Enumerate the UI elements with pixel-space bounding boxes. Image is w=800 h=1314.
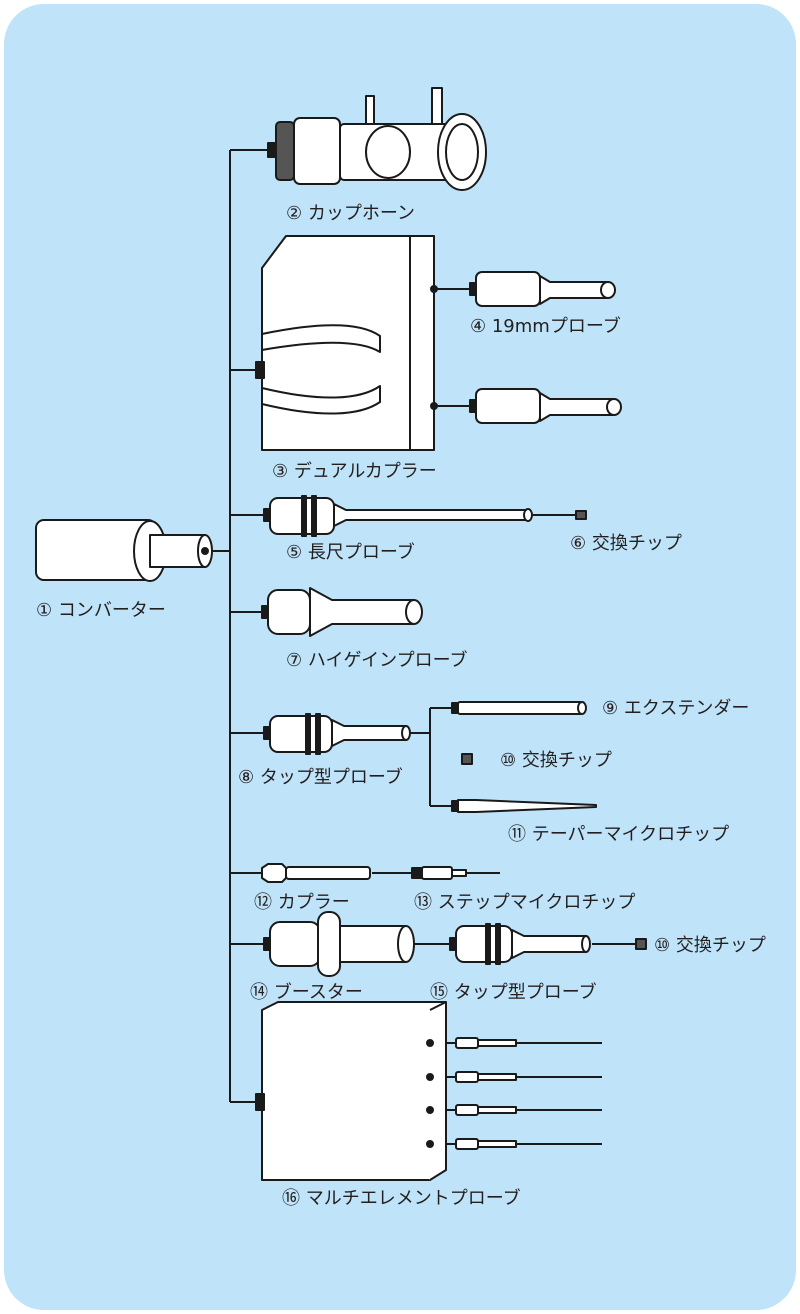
label-coupler: ⑫ カプラー [254,892,350,913]
multi-element-probe-illustration [255,1001,447,1181]
label-tapered-microtip: ⑪ テーパーマイクロチップ [508,824,730,845]
label-tapped-probe-15: ⑮ タップ型プローブ [430,982,597,1003]
label-probe-19mm: ④ 19mmプローブ [470,316,621,337]
label-dual-coupler: ③ デュアルカプラー [272,461,437,482]
label-tip-10a: ⑩ 交換チップ [500,750,612,771]
label-extender: ⑨ エクステンダー [602,698,750,719]
label-tapped-probe-8: ⑧ タップ型プローブ [238,767,403,788]
label-long-probe: ⑤ 長尺プローブ [286,542,415,563]
replaceable-tip-10b-illustration [635,938,647,950]
label-tip-10b: ⑩ 交換チップ [654,935,766,956]
label-multi-element-probe: ⑯ マルチエレメントプローブ [282,1188,521,1209]
dual-coupler-illustration [255,235,438,451]
tapped-probe-15-illustration [449,923,591,965]
label-converter: ① コンバーター [36,600,166,621]
multi-element-tips [455,1037,602,1150]
replaceable-tip-10a-illustration [461,753,473,765]
label-booster: ⑭ ブースター [250,982,363,1003]
coupler-illustration [261,863,371,883]
label-stepped-microtip: ⑬ ステップマイクロチップ [414,892,636,913]
high-gain-probe-illustration [261,587,423,637]
long-probe-illustration [263,495,533,537]
stepped-microtip-illustration [411,866,500,880]
label-tip-6: ⑥ 交換チップ [570,533,682,554]
probe-19mm-second-illustration [469,388,622,424]
booster-illustration [263,911,415,977]
cup-horn-illustration [267,87,487,191]
label-cup-horn: ② カップホーン [286,203,415,224]
tapered-microtip-illustration [451,799,597,813]
tapped-probe-8-illustration [263,713,411,755]
replaceable-tip-6-illustration [575,510,587,520]
label-high-gain-probe: ⑦ ハイゲインプローブ [286,650,468,671]
converter-illustration [35,519,213,582]
extender-illustration [451,701,587,715]
probe-19mm-illustration [469,271,616,307]
